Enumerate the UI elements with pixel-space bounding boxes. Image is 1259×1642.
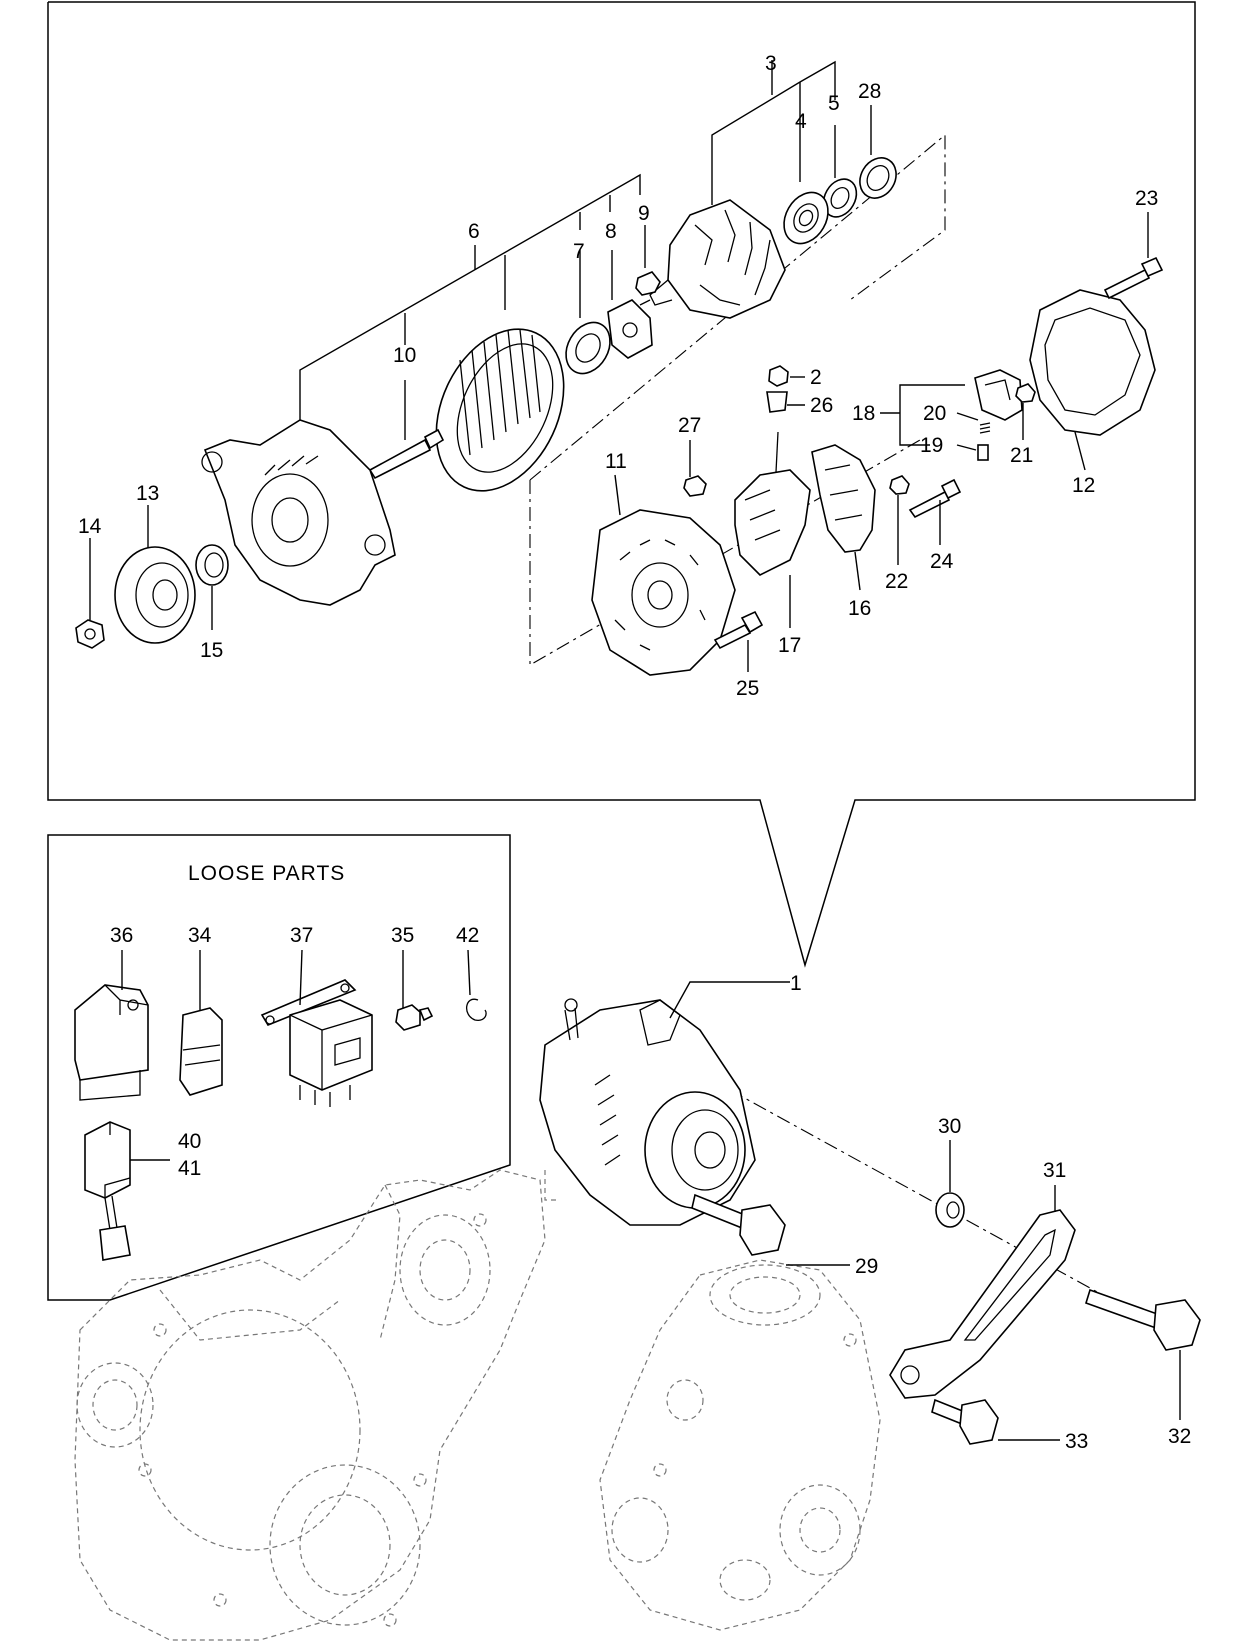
part-28-washer <box>859 157 897 199</box>
callout-15: 15 <box>200 639 223 662</box>
part-32-bolt <box>1085 1288 1201 1351</box>
callout-20: 20 <box>923 402 946 425</box>
part-3-rotor <box>639 199 786 319</box>
callout-33: 33 <box>1065 1430 1088 1453</box>
callout-26: 26 <box>810 394 833 417</box>
loose-parts-frame <box>47 834 511 1301</box>
callout-7: 7 <box>573 240 585 263</box>
part-30-spacer <box>935 1192 965 1228</box>
callout-12: 12 <box>1072 474 1095 497</box>
callout-11: 11 <box>605 450 627 473</box>
part-40-41-controller <box>84 1121 131 1261</box>
callout-6: 6 <box>468 220 480 243</box>
callout-5: 5 <box>828 92 840 115</box>
callout-3: 3 <box>765 52 777 75</box>
callout-14: 14 <box>78 515 102 538</box>
callout-8: 8 <box>605 220 617 243</box>
callout-23: 23 <box>1135 187 1158 210</box>
part-26-insulator <box>766 391 788 413</box>
part-22-nut <box>889 475 910 495</box>
callout-27: 27 <box>678 414 701 437</box>
loose-parts-title: LOOSE PARTS <box>188 862 345 885</box>
part-19-brush <box>977 444 989 461</box>
part-18-regulator <box>974 369 1023 421</box>
part-31-adjusting-bracket <box>889 1209 1076 1399</box>
part-17-rectifier <box>734 431 811 576</box>
part-12-rear-cover <box>1029 289 1156 436</box>
callout-35: 35 <box>391 924 414 947</box>
callout-1: 1 <box>790 972 802 995</box>
part-10-stud-bolt <box>368 428 445 480</box>
callout-22: 22 <box>885 570 908 593</box>
callout-2: 2 <box>810 366 822 389</box>
callout-9: 9 <box>638 202 650 225</box>
callout-37: 37 <box>290 924 313 947</box>
part-13-pulley <box>114 546 196 644</box>
part-4-bearing <box>783 191 829 245</box>
part-35-connector <box>395 1004 434 1031</box>
part-20-spring <box>979 422 991 434</box>
callout-41: 41 <box>178 1157 201 1180</box>
drive-end-frame <box>201 419 396 606</box>
callout-10: 10 <box>393 344 416 367</box>
callout-21: 21 <box>1010 444 1033 467</box>
callout-17: 17 <box>778 634 801 657</box>
callout-34: 34 <box>188 924 212 947</box>
part-34-connector <box>179 1007 223 1096</box>
part-37-relay <box>260 979 373 1107</box>
part-2-nut <box>768 365 789 387</box>
part-5-bearing-cover <box>822 178 858 218</box>
part-1-alternator-assembly <box>539 998 756 1226</box>
engine-ghost-outline <box>74 1169 560 1641</box>
part-21-nut <box>1015 383 1036 403</box>
part-27-nut <box>683 475 707 497</box>
callout-31: 31 <box>1043 1159 1066 1182</box>
callout-40: 40 <box>178 1130 201 1153</box>
part-24-bolt <box>908 478 962 519</box>
part-8-plate <box>607 299 653 359</box>
part-14-nut <box>75 619 105 649</box>
callout-13: 13 <box>136 482 159 505</box>
callout-29: 29 <box>855 1255 878 1278</box>
water-pump-ghost-outline <box>599 1259 881 1631</box>
part-42-clip <box>466 998 487 1021</box>
callout-32: 32 <box>1168 1425 1191 1448</box>
callout-42: 42 <box>456 924 479 947</box>
part-33-bolt <box>931 1398 999 1445</box>
callout-24: 24 <box>930 550 954 573</box>
callout-36: 36 <box>110 924 133 947</box>
part-11-rear-frame <box>591 509 736 676</box>
part-16-brush-holder <box>811 444 876 553</box>
part-15-spacer <box>195 544 229 586</box>
callout-labels: LOOSE PARTS 1 2 3 4 5 6 7 8 9 10 11 12 1… <box>78 52 1191 1453</box>
part-7-bearing <box>565 321 611 375</box>
callout-4: 4 <box>795 110 807 133</box>
callout-25: 25 <box>736 677 759 700</box>
part-6-stator <box>435 328 565 492</box>
leader-lines <box>89 60 1181 1441</box>
callout-19: 19 <box>920 434 943 457</box>
callout-16: 16 <box>848 597 871 620</box>
part-25-bolt <box>713 610 764 650</box>
callout-28: 28 <box>858 80 881 103</box>
callout-30: 30 <box>938 1115 961 1138</box>
part-23-bolt <box>1103 256 1164 300</box>
part-29-bolt <box>691 1193 786 1256</box>
callout-18: 18 <box>852 402 875 425</box>
part-36-relay <box>74 984 149 1101</box>
part-9-nut <box>635 271 661 296</box>
exploded-view-frame <box>47 1 1196 968</box>
